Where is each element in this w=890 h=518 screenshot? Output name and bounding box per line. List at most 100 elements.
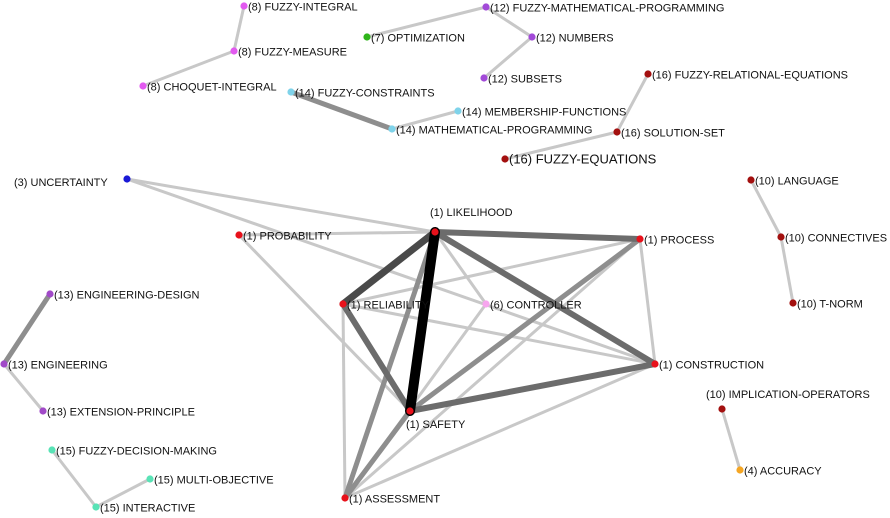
node-dot-solution-set xyxy=(613,128,621,136)
node-construction: (1) CONSTRUCTION xyxy=(651,360,764,372)
edge-reliability-assessment xyxy=(341,302,347,500)
node-label-extension-principle: (13) EXTENSION-PRINCIPLE xyxy=(47,407,195,419)
node-dot-numbers xyxy=(528,33,536,41)
node-safety: (1) SAFETY xyxy=(406,407,466,431)
edge-optimization-fuzzy-mathematical-programming xyxy=(365,5,488,39)
node-engineering-design: (13) ENGINEERING-DESIGN xyxy=(46,290,200,302)
node-dot-probability xyxy=(235,231,243,239)
edges-layer xyxy=(1,4,795,509)
edge-implication-operators-accuracy xyxy=(720,407,742,472)
node-optimization: (7) OPTIMIZATION xyxy=(363,33,465,45)
node-label-accuracy: (4) ACCURACY xyxy=(744,466,822,478)
edge-construction-assessment xyxy=(343,362,657,500)
node-dot-membership-functions xyxy=(454,107,462,115)
node-label-engineering: (13) ENGINEERING xyxy=(8,360,108,372)
node-extension-principle: (13) EXTENSION-PRINCIPLE xyxy=(39,407,195,419)
node-label-safety: (1) SAFETY xyxy=(406,419,466,431)
node-fuzzy-equations: (16) FUZZY-EQUATIONS xyxy=(501,152,657,167)
node-interactive: (15) INTERACTIVE xyxy=(92,503,195,515)
node-label-controller: (6) CONTROLLER xyxy=(490,300,582,312)
node-controller: (6) CONTROLLER xyxy=(482,300,582,312)
node-dot-multi-objective xyxy=(146,475,154,483)
node-dot-mathematical-programming xyxy=(388,125,396,133)
node-dot-safety xyxy=(406,407,414,415)
edge-probability-safety xyxy=(237,233,412,413)
edge-solution-set-fuzzy-equations xyxy=(503,130,619,161)
edge-reliability-construction xyxy=(341,302,657,366)
node-dot-assessment xyxy=(341,494,349,502)
edge-safety-construction xyxy=(407,361,658,414)
node-dot-controller xyxy=(482,300,490,308)
node-dot-fuzzy-relational-equations xyxy=(644,70,652,78)
node-label-numbers: (12) NUMBERS xyxy=(536,33,614,45)
node-label-fuzzy-decision-making: (15) FUZZY-DECISION-MAKING xyxy=(56,446,217,458)
edge-engineering-extension-principle xyxy=(2,362,45,413)
node-fuzzy-mathematical-programming: (12) FUZZY-MATHEMATICAL-PROGRAMMING xyxy=(482,3,724,15)
node-dot-interactive xyxy=(92,503,100,511)
node-likelihood: (1) LIKELIHOOD xyxy=(430,207,513,236)
edge-likelihood-safety xyxy=(405,227,440,416)
node-dot-uncertainty xyxy=(123,175,131,183)
edge-fuzzy-measure-choquet-integral xyxy=(141,49,236,88)
node-fuzzy-decision-making: (15) FUZZY-DECISION-MAKING xyxy=(48,446,217,458)
node-label-fuzzy-mathematical-programming: (12) FUZZY-MATHEMATICAL-PROGRAMMING xyxy=(490,3,724,15)
edge-process-construction xyxy=(638,237,657,366)
node-solution-set: (16) SOLUTION-SET xyxy=(613,128,725,140)
node-label-likelihood: (1) LIKELIHOOD xyxy=(430,207,513,219)
edge-membership-functions-mathematical-programming xyxy=(390,109,460,131)
node-subsets: (12) SUBSETS xyxy=(480,74,562,86)
edge-fuzzy-mathematical-programming-numbers xyxy=(484,5,534,39)
node-dot-fuzzy-integral xyxy=(240,2,248,10)
edge-likelihood-reliability xyxy=(339,228,439,308)
edge-probability-likelihood xyxy=(237,230,437,237)
node-accuracy: (4) ACCURACY xyxy=(736,466,822,478)
node-label-reliability: (1) RELIABILITY xyxy=(347,300,430,312)
node-dot-implication-operators xyxy=(718,405,726,413)
node-fuzzy-measure: (8) FUZZY-MEASURE xyxy=(230,47,347,59)
node-fuzzy-relational-equations: (16) FUZZY-RELATIONAL-EQUATIONS xyxy=(644,70,848,82)
node-choquet-integral: (8) CHOQUET-INTEGRAL xyxy=(139,82,277,94)
node-dot-fuzzy-equations xyxy=(501,155,509,163)
node-numbers: (12) NUMBERS xyxy=(528,33,614,45)
node-label-implication-operators: (10) IMPLICATION-OPERATORS xyxy=(706,389,870,401)
node-label-fuzzy-measure: (8) FUZZY-MEASURE xyxy=(238,47,347,59)
edge-fuzzy-decision-making-interactive xyxy=(50,448,98,509)
node-dot-engineering-design xyxy=(46,290,54,298)
node-label-multi-objective: (15) MULTI-OBJECTIVE xyxy=(154,475,274,487)
node-label-fuzzy-relational-equations: (16) FUZZY-RELATIONAL-EQUATIONS xyxy=(652,70,848,82)
node-label-optimization: (7) OPTIMIZATION xyxy=(371,33,465,45)
edge-reliability-process xyxy=(341,237,642,306)
node-label-fuzzy-constraints: (14) FUZZY-CONSTRAINTS xyxy=(295,88,435,100)
node-label-fuzzy-integral: (8) FUZZY-INTEGRAL xyxy=(248,2,358,14)
node-engineering: (13) ENGINEERING xyxy=(0,360,108,372)
node-label-engineering-design: (13) ENGINEERING-DESIGN xyxy=(54,290,200,302)
edge-fuzzy-integral-fuzzy-measure xyxy=(232,4,246,53)
edge-safety-process xyxy=(407,236,643,414)
node-assessment: (1) ASSESSMENT xyxy=(341,494,440,506)
node-label-assessment: (1) ASSESSMENT xyxy=(349,494,440,506)
node-dot-language xyxy=(747,176,755,184)
edge-safety-assessment xyxy=(342,408,413,501)
node-language: (10) LANGUAGE xyxy=(747,176,839,188)
edge-likelihood-construction xyxy=(432,229,658,367)
edge-engineering-design-engineering xyxy=(1,291,53,367)
node-dot-construction xyxy=(651,360,659,368)
node-fuzzy-constraints: (14) FUZZY-CONSTRAINTS xyxy=(287,88,435,100)
node-label-solution-set: (16) SOLUTION-SET xyxy=(621,128,725,140)
node-dot-t-norm xyxy=(789,299,797,307)
node-dot-optimization xyxy=(363,33,371,41)
edge-likelihood-process xyxy=(432,229,643,242)
node-dot-choquet-integral xyxy=(139,82,147,90)
node-dot-likelihood xyxy=(431,228,439,236)
edge-uncertainty-construction xyxy=(125,177,657,366)
node-t-norm: (10) T-NORM xyxy=(789,299,863,311)
edge-numbers-subsets xyxy=(482,35,534,80)
node-dot-accuracy xyxy=(736,466,744,474)
node-label-membership-functions: (14) MEMBERSHIP-FUNCTIONS xyxy=(462,107,626,119)
node-dot-fuzzy-decision-making xyxy=(48,446,56,454)
edge-likelihood-controller xyxy=(433,230,488,306)
node-probability: (1) PROBABILITY xyxy=(235,231,332,243)
node-reliability: (1) RELIABILITY xyxy=(339,300,430,312)
